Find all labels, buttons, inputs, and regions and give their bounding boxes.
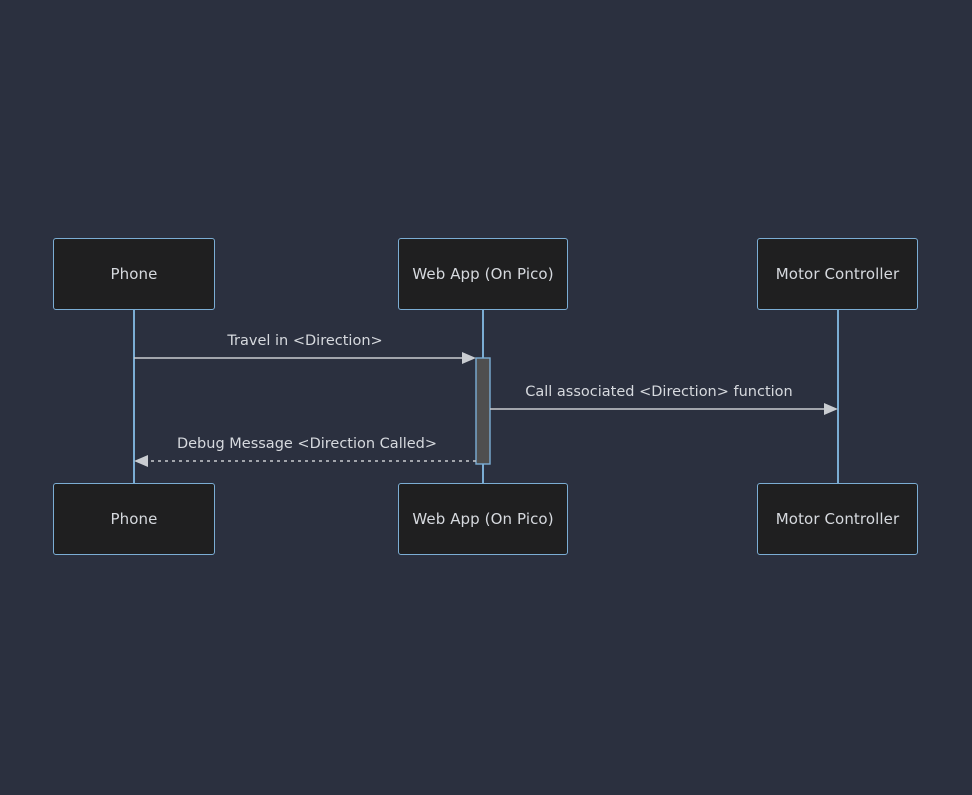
arrowhead-call-function-icon <box>824 403 838 415</box>
participant-box-phone-bottom[interactable]: Phone <box>53 483 215 555</box>
activation-bar-webapp <box>475 357 491 465</box>
arrowhead-travel-icon <box>462 352 476 364</box>
participant-box-motor-top[interactable]: Motor Controller <box>757 238 918 310</box>
message-label-travel: Travel in <Direction> <box>227 333 383 349</box>
message-label-call-function: Call associated <Direction> function <box>525 384 793 400</box>
arrowhead-debug-icon <box>134 455 148 467</box>
message-arrow-debug <box>134 455 476 467</box>
message-arrow-call-function <box>490 403 838 415</box>
participant-label-webapp-bottom: Web App (On Pico) <box>412 509 554 528</box>
participant-label-webapp-top: Web App (On Pico) <box>412 264 554 283</box>
participant-label-phone-bottom: Phone <box>110 509 158 528</box>
message-label-debug: Debug Message <Direction Called> <box>176 436 438 452</box>
participant-box-webapp-bottom[interactable]: Web App (On Pico) <box>398 483 568 555</box>
participant-box-webapp-top[interactable]: Web App (On Pico) <box>398 238 568 310</box>
participant-label-motor-top: Motor Controller <box>775 264 900 283</box>
participant-box-phone-top[interactable]: Phone <box>53 238 215 310</box>
participant-label-phone-top: Phone <box>110 264 158 283</box>
participant-box-motor-bottom[interactable]: Motor Controller <box>757 483 918 555</box>
participant-label-motor-bottom: Motor Controller <box>775 509 900 528</box>
message-arrow-travel <box>134 352 476 364</box>
